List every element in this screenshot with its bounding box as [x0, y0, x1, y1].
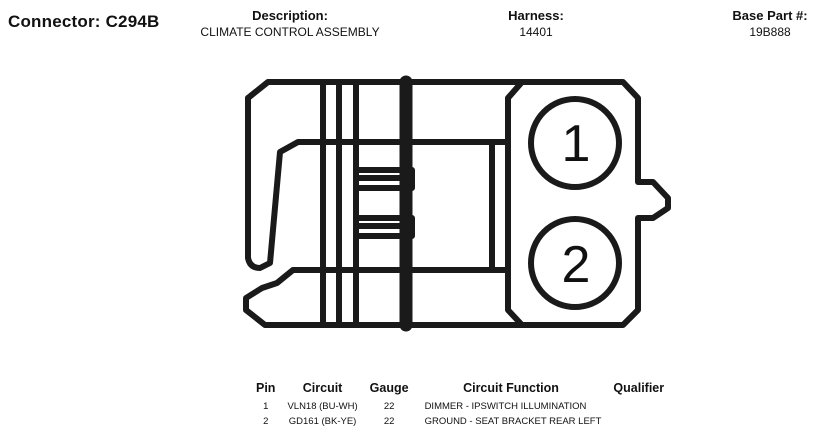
base-part-label: Base Part #: [732, 8, 808, 23]
housing-outline [243, 79, 671, 328]
connector-face-diagram: 1 2 [243, 75, 671, 332]
housing-hook [245, 95, 511, 271]
circuit-cell: VLN18 (BU-WH) [287, 401, 358, 412]
description-block: Description: CLIMATE CONTROL ASSEMBLY [170, 8, 410, 40]
cavity-1 [528, 96, 622, 190]
function-cell: GROUND - SEAT BRACKET REAR LEFT [424, 416, 602, 427]
base-part-value: 19B888 [749, 25, 791, 39]
table-row: 1 VLN18 (BU-WH) 22 DIMMER - IPSWITCH ILL… [250, 399, 670, 414]
harness-label: Harness: [508, 8, 564, 23]
center-divider [505, 79, 525, 328]
qualifier-header: Qualifier [613, 381, 665, 395]
qualifier-cell [607, 399, 670, 414]
description-label: Description: [252, 8, 328, 23]
pin-cell: 2 [263, 416, 269, 427]
pin-header: Pin [256, 381, 276, 395]
cavity-2 [528, 216, 622, 310]
gauge-cell: 22 [383, 416, 395, 427]
gauge-cell: 22 [383, 401, 395, 412]
pin-table-header: Pin Circuit Gauge Circuit Function Quali… [250, 381, 670, 399]
gauge-header: Gauge [369, 381, 409, 395]
harness-block: Harness: 14401 [486, 8, 586, 40]
table-row: 2 GD161 (BK-YE) 22 GROUND - SEAT BRACKET… [250, 414, 670, 429]
connector-title: Connector: C294B [8, 12, 160, 31]
harness-value: 14401 [519, 25, 553, 39]
base-part-block: Base Part #: 19B888 [720, 8, 820, 40]
function-header: Circuit Function [463, 381, 559, 395]
qualifier-cell [607, 414, 670, 429]
cavity-2-label: 2 [562, 236, 591, 294]
cavity-1-label: 1 [562, 115, 591, 173]
description-value: CLIMATE CONTROL ASSEMBLY [200, 25, 380, 39]
circuit-header: Circuit [302, 381, 343, 395]
pin-cell: 1 [263, 401, 269, 412]
pin-table: Pin Circuit Gauge Circuit Function Quali… [250, 381, 670, 429]
circuit-cell: GD161 (BK-YE) [288, 416, 357, 427]
function-cell: DIMMER - IPSWITCH ILLUMINATION [424, 401, 587, 412]
